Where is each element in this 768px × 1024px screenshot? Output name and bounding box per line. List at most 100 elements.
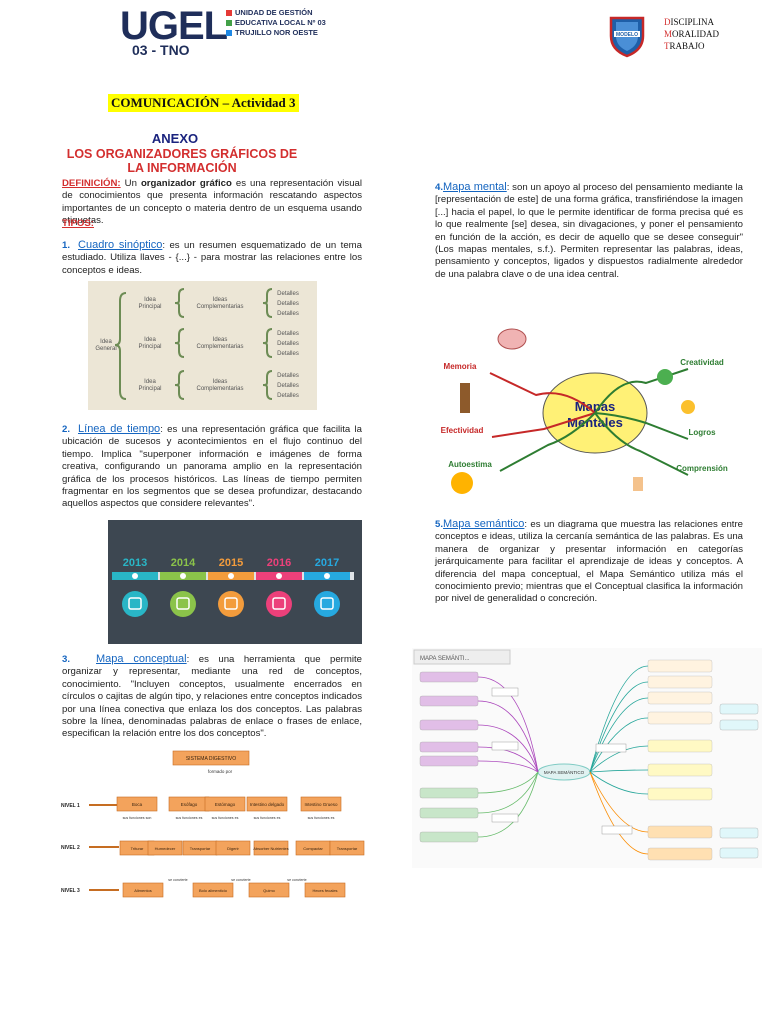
- timeline-badge-icon: [272, 597, 286, 610]
- page-heading: LOS ORGANIZADORES GRÁFICOS DE LA INFORMA…: [66, 147, 298, 175]
- synoptic-detail-label: Detalles: [277, 331, 299, 337]
- semantic-node: [419, 807, 479, 819]
- semantic-node: [419, 831, 479, 843]
- semantic-center-label: MAPA SEMÁNTICO: [544, 769, 585, 775]
- timeline-year: 2017: [315, 557, 339, 569]
- concept-n1-label: Boca: [132, 802, 143, 807]
- timeline-badge: [266, 591, 292, 617]
- synoptic-complementarias-label: Ideas: [213, 379, 228, 385]
- thumbs-up-icon: [633, 477, 643, 491]
- motto-line: MORALIDAD: [664, 29, 720, 39]
- concept-n3-box: [192, 882, 234, 898]
- concept-n3-box: [304, 882, 346, 898]
- concept-top-box: [172, 750, 250, 766]
- concept-n3-label: Heces fecales: [312, 888, 337, 893]
- concept-n2-box: [215, 840, 251, 856]
- type-5-paragraph: 5.Mapa semántico: es un diagrama que mue…: [435, 518, 743, 605]
- synoptic-detail-label: Detalles: [277, 291, 299, 297]
- concept-n2-box: [329, 840, 365, 856]
- brain-icon: [497, 328, 527, 350]
- concept-level-label: NIVEL 3: [61, 888, 80, 894]
- brace-shape: [114, 292, 127, 400]
- timeline-badge-icon: [320, 597, 334, 610]
- concept-link: sus funciones es: [254, 816, 281, 820]
- semantic-node: [647, 711, 713, 725]
- semantic-node: [647, 659, 713, 673]
- concept-n2-box: [147, 840, 183, 856]
- semantic-link: [477, 771, 539, 814]
- semantic-node: [419, 719, 479, 731]
- timeline-badge-icon: [224, 597, 238, 610]
- concept-n2-label: Absorber Nutrientes: [253, 846, 289, 851]
- concept-n1-box: [204, 796, 246, 812]
- activity-title: COMUNICACIÓN – Actividad 3: [108, 94, 299, 112]
- synoptic-principal-label: Principal: [138, 386, 161, 392]
- mental-branch-label: Comprensión: [676, 464, 728, 473]
- semantic-link: [589, 771, 649, 855]
- mental-branch-label: Memoria: [444, 362, 477, 371]
- synoptic-principal-label: Idea: [144, 379, 156, 385]
- timeline-badge: [314, 591, 340, 617]
- concept-n1-label: Intestino Grueso: [304, 802, 338, 807]
- semantic-link: [589, 745, 649, 773]
- semantic-node: [595, 743, 627, 753]
- brace-shape: [262, 288, 273, 318]
- synoptic-complementarias-label: Ideas: [213, 337, 228, 343]
- logo-line: UNIDAD DE GESTIÓN: [226, 8, 326, 18]
- semantic-link: [589, 769, 649, 773]
- timeline-badge-icon: [176, 597, 190, 610]
- semantic-node: [419, 741, 479, 753]
- type-2-paragraph: 2.Línea de tiempo: es una representación…: [62, 423, 363, 510]
- semantic-link: [477, 724, 539, 773]
- concept-n1-box: [116, 796, 158, 812]
- semantic-link: [477, 771, 539, 794]
- mental-branch: [594, 368, 689, 414]
- concept-n2-label: Compactar: [303, 846, 323, 851]
- synoptic-principal-label: Idea: [144, 297, 156, 303]
- logo-line: EDUCATIVA LOCAL Nº 03: [226, 18, 326, 28]
- semantic-link: [477, 676, 539, 773]
- anexo-title: ANEXO: [151, 131, 199, 146]
- semantic-link: [589, 771, 649, 795]
- semantic-node: [719, 847, 759, 859]
- brace-shape: [262, 370, 273, 400]
- brace-shape: [174, 328, 185, 358]
- logo-lines: UNIDAD DE GESTIÓN EDUCATIVA LOCAL Nº 03 …: [226, 8, 326, 38]
- mental-branch-label: Logros: [688, 428, 716, 437]
- semantic-node: [719, 703, 759, 715]
- concept-n2-box: [253, 840, 289, 856]
- mental-branch-label: Creatividad: [680, 358, 724, 367]
- timeline-year: 2014: [171, 557, 196, 569]
- mental-branch: [491, 412, 596, 438]
- logo-sub: 03 - TNO: [132, 42, 190, 58]
- concept-link: sus funciones son: [123, 816, 152, 820]
- semantic-node: [647, 739, 713, 753]
- timeline-dot: [132, 573, 138, 579]
- concept-link: se convierte: [231, 878, 250, 882]
- concept-n1-label: Esófago: [181, 802, 198, 807]
- mental-branch: [499, 412, 596, 472]
- timeline-dot: [276, 573, 282, 579]
- concept-level-label: NIVEL 2: [61, 845, 80, 851]
- timeline-dot: [228, 573, 234, 579]
- semantic-link: [477, 771, 539, 838]
- concept-n3-label: Alimentos: [134, 888, 152, 893]
- timeline-year: 2013: [123, 557, 147, 569]
- timeline-year: 2015: [219, 557, 243, 569]
- concept-link: sus funciones es: [212, 816, 239, 820]
- concept-link: se convierte: [168, 878, 187, 882]
- ugel-logo: UGEL 03 - TNO UNIDAD DE GESTIÓN EDUCATIV…: [108, 2, 326, 58]
- shield-text: MODELO: [616, 32, 638, 38]
- brace-shape: [174, 370, 185, 400]
- concept-n3-box: [248, 882, 290, 898]
- timeline-dot: [324, 573, 330, 579]
- synoptic-complementarias-label: Ideas: [213, 297, 228, 303]
- synoptic-detail-label: Detalles: [277, 311, 299, 317]
- motto-line: DISCIPLINA: [664, 17, 715, 27]
- concept-n3-label: Quimo: [263, 888, 276, 893]
- semantic-link: [477, 760, 539, 773]
- concept-link: formado por: [208, 769, 233, 774]
- concept-n1-box: [300, 796, 342, 812]
- motto: DISCIPLINA MORALIDAD TRABAJO: [664, 16, 719, 52]
